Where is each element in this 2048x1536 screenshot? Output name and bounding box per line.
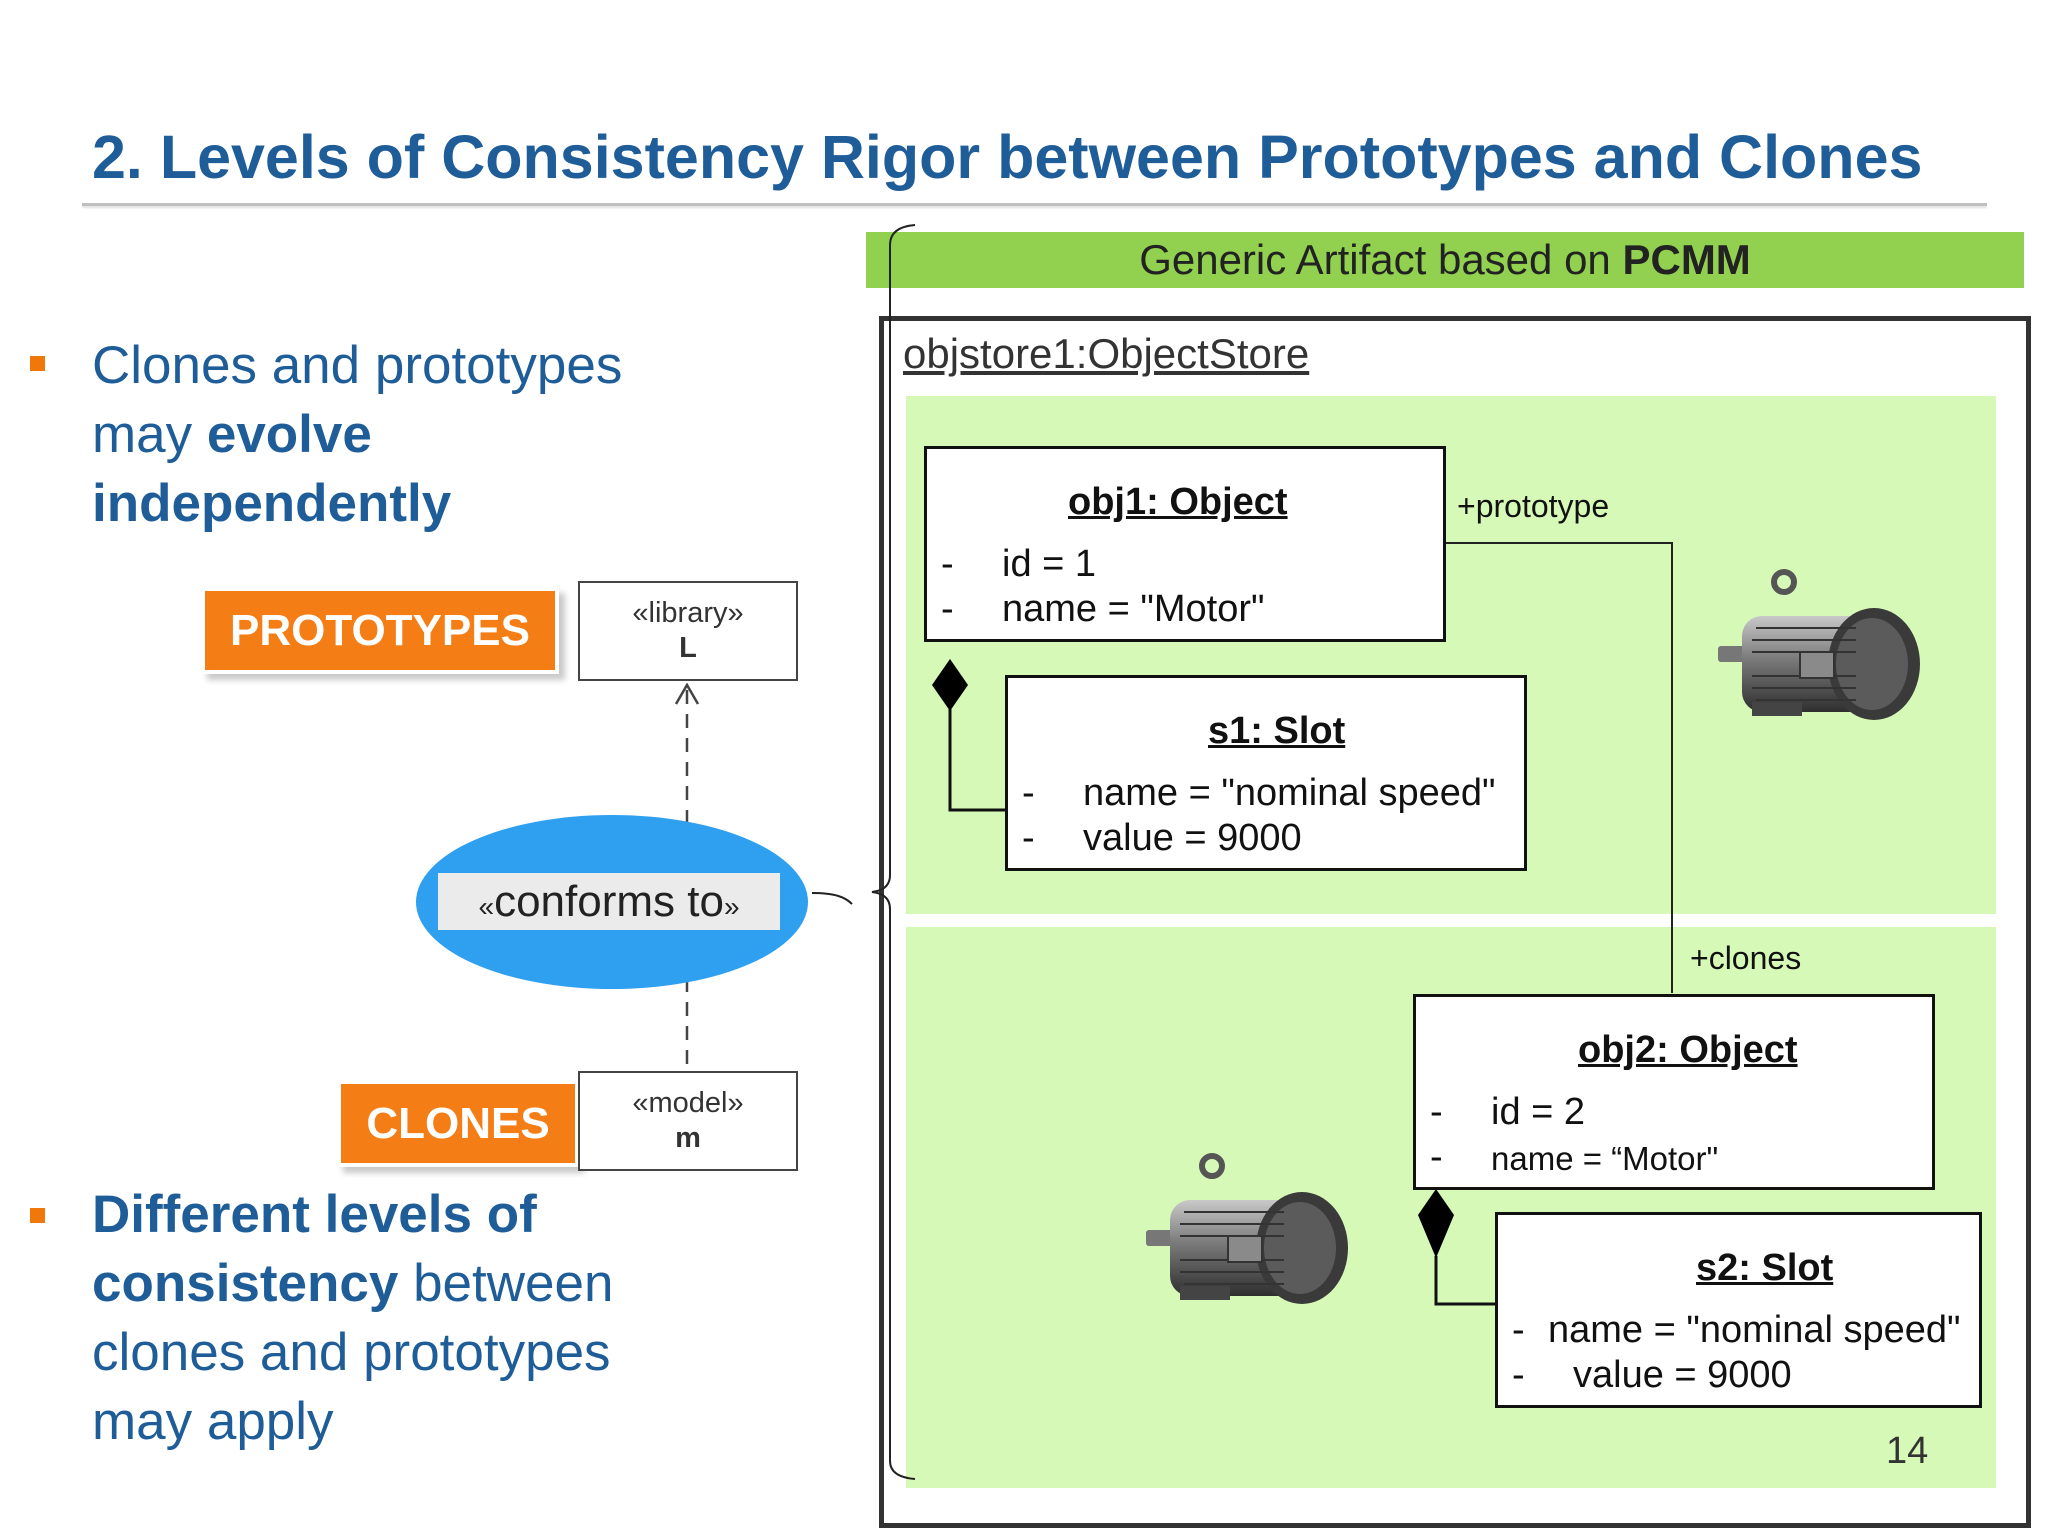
obj2-row-2-dash: - bbox=[1430, 1136, 1443, 1178]
slide-title: 2. Levels of Consistency Rigor between P… bbox=[92, 123, 1923, 191]
model-stereotype: «model» bbox=[632, 1087, 744, 1119]
model-box: «model» m bbox=[578, 1071, 798, 1171]
library-name: L bbox=[679, 632, 697, 664]
clones-role-label: +clones bbox=[1690, 940, 1802, 976]
obj1-title: obj1: Object bbox=[1068, 481, 1288, 523]
conforms-label: «conforms to» bbox=[438, 873, 780, 930]
obj2-box: obj2: Object - id = 2 - name = “Motor" bbox=[1413, 994, 1935, 1190]
bracket-connector bbox=[811, 892, 853, 905]
obj1-row-2: name = "Motor" bbox=[1002, 588, 1265, 630]
conforms-close-guillemet: » bbox=[723, 891, 740, 922]
s1-row-2-dash: - bbox=[1022, 817, 1035, 859]
s1-row-1: name = "nominal speed" bbox=[1083, 772, 1496, 814]
page-number: 14 bbox=[1886, 1430, 1929, 1472]
conformance-diagram-lines bbox=[674, 682, 853, 1068]
bullet-marker-2 bbox=[30, 1208, 45, 1223]
obj1-row-1: id = 1 bbox=[1002, 543, 1097, 585]
conforms-arrowhead bbox=[674, 682, 700, 705]
clones-tag: CLONES bbox=[337, 1080, 579, 1167]
s2-box: s2: Slot - name = "nominal speed" - valu… bbox=[1495, 1212, 1982, 1408]
bullet-2-bold: Different levels of consistency bbox=[92, 1185, 537, 1313]
prototype-clones-link bbox=[1443, 542, 1673, 993]
artifact-header: Generic Artifact based on PCMM bbox=[866, 232, 2024, 288]
obj1-composition-diamond bbox=[932, 659, 968, 711]
library-stereotype: «library» bbox=[632, 597, 744, 629]
s2-row-1-dash: - bbox=[1512, 1309, 1525, 1351]
s1-row-2: value = 9000 bbox=[1083, 817, 1302, 859]
s2-row-2: value = 9000 bbox=[1573, 1354, 1792, 1396]
conforms-text: conforms to bbox=[494, 877, 724, 926]
s2-title: s2: Slot bbox=[1696, 1247, 1834, 1289]
obj1-box: obj1: Object - id = 1 - name = "Motor" bbox=[924, 446, 1446, 642]
electric-motor-icon bbox=[1146, 1153, 1348, 1304]
prototypes-tag: PROTOTYPES bbox=[201, 587, 559, 674]
obj1-row-1-dash: - bbox=[941, 543, 954, 585]
s2-row-2-dash: - bbox=[1512, 1354, 1525, 1396]
s1-box: s1: Slot - name = "nominal speed" - valu… bbox=[1005, 675, 1527, 871]
obj2-slot-composition bbox=[1434, 1256, 1495, 1306]
obj1-slot-composition bbox=[948, 709, 1005, 812]
bullet-2-text: between clones and prototypes may apply bbox=[92, 1254, 614, 1451]
objectstore-label: objstore1:ObjectStore bbox=[903, 330, 1310, 377]
s2-row-1: name = "nominal speed" bbox=[1548, 1309, 1961, 1351]
bullet-2: Different levels of consistency between … bbox=[92, 1180, 692, 1456]
artifact-header-bold: PCMM bbox=[1622, 236, 1751, 283]
bullet-1-bold: evolve independently bbox=[92, 405, 452, 533]
left-bracket bbox=[871, 224, 916, 1480]
obj2-title: obj2: Object bbox=[1578, 1029, 1798, 1071]
s1-title: s1: Slot bbox=[1208, 710, 1346, 752]
obj2-row-1: id = 2 bbox=[1491, 1091, 1586, 1133]
s1-row-1-dash: - bbox=[1022, 772, 1035, 814]
conforms-open-guillemet: « bbox=[478, 891, 495, 922]
library-box: «library» L bbox=[578, 581, 798, 681]
prototype-role-label: +prototype bbox=[1457, 488, 1610, 524]
bullet-1: Clones and prototypes may evolve indepen… bbox=[92, 331, 692, 538]
obj2-row-1-dash: - bbox=[1430, 1091, 1443, 1133]
artifact-header-text: Generic Artifact based on bbox=[1139, 236, 1623, 283]
bullet-marker-1 bbox=[30, 356, 45, 371]
model-name: m bbox=[675, 1122, 701, 1154]
object-connectors bbox=[871, 224, 1673, 1480]
obj2-row-2: name = “Motor" bbox=[1491, 1140, 1719, 1177]
title-underline bbox=[82, 203, 1987, 206]
electric-motor-icon bbox=[1718, 569, 1920, 720]
bullet-1-text: Clones and prototypes may bbox=[92, 336, 623, 464]
obj1-row-2-dash: - bbox=[941, 588, 954, 630]
obj2-composition-diamond bbox=[1418, 1189, 1454, 1258]
